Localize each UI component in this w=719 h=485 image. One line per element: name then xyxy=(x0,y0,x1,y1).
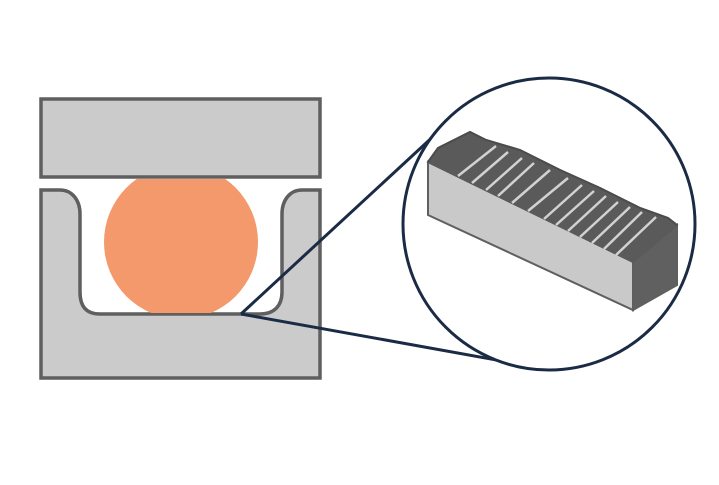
upper-plate xyxy=(39,97,322,179)
gland-housing xyxy=(39,188,322,380)
o-ring-seal xyxy=(104,179,258,313)
grooved-surface-block xyxy=(426,130,679,312)
surface-grooves xyxy=(457,145,657,256)
block-top-edge xyxy=(427,130,678,226)
callout-line-upper xyxy=(239,130,440,316)
callout-line-lower xyxy=(240,312,531,368)
